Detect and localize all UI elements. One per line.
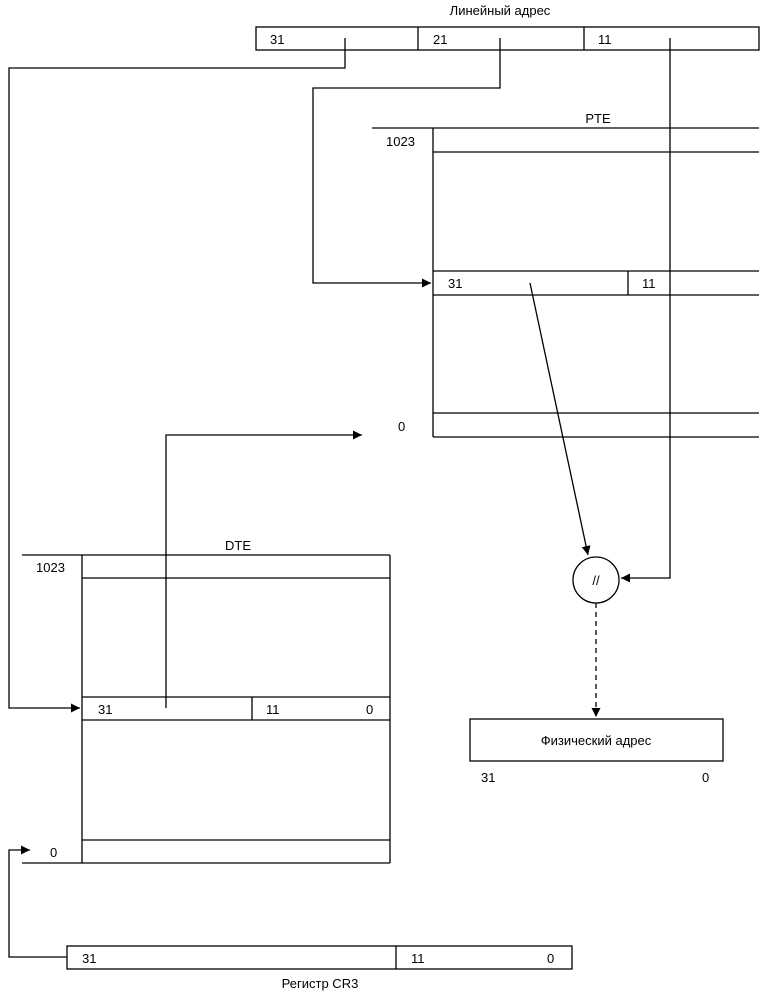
concat-operator: // (572, 556, 620, 604)
physical-address-box (469, 718, 724, 762)
pte-table: PTE 1023 0 31 11 (372, 111, 759, 438)
dte-top-index: 1023 (36, 560, 65, 575)
cr3-title: Регистр CR3 (282, 976, 359, 991)
linear-address-field-31: 31 (270, 32, 284, 47)
dte-entry-field-0: 0 (366, 702, 373, 717)
dte-title: DTE (225, 538, 251, 553)
cr3-register-box (66, 945, 573, 970)
physical-address: Физический адрес 31 0 (469, 718, 724, 785)
arrow-table-index-to-pte (312, 38, 501, 288)
dte-table: DTE 1023 0 31 11 0 (22, 538, 391, 864)
pte-bottom-index: 0 (398, 419, 405, 434)
pte-entry-field-31: 31 (448, 276, 462, 291)
physical-address-bit-low: 0 (702, 770, 709, 785)
arrow-dir-index-to-dte (8, 38, 346, 713)
dte-entry-field-31: 31 (98, 702, 112, 717)
physical-address-bit-high: 31 (481, 770, 495, 785)
concat-symbol: // (592, 573, 600, 588)
cr3-field-0: 0 (547, 951, 554, 966)
linear-address-title: Линейный адрес (450, 3, 551, 18)
dte-entry-field-11: 11 (266, 702, 280, 717)
connectors (8, 38, 671, 958)
dte-bottom-index: 0 (50, 845, 57, 860)
cr3-field-31: 31 (82, 951, 96, 966)
linear-address-field-11: 11 (598, 32, 612, 47)
physical-address-title: Физический адрес (541, 733, 652, 748)
cr3-register: 31 11 0 Регистр CR3 (66, 945, 573, 991)
pte-top-index: 1023 (386, 134, 415, 149)
linear-address-field-21: 21 (433, 32, 447, 47)
arrow-offset-to-concat (621, 38, 671, 583)
linear-address-box (255, 26, 760, 51)
arrow-cr3-to-dte-base (8, 845, 67, 958)
cr3-field-11: 11 (411, 951, 425, 966)
arrow-dte-to-pte-base (165, 430, 362, 708)
linear-address: Линейный адрес 31 21 11 (255, 3, 760, 51)
arrow-pte-to-concat (529, 282, 591, 556)
pte-title: PTE (585, 111, 611, 126)
pte-entry-field-11: 11 (642, 276, 656, 291)
